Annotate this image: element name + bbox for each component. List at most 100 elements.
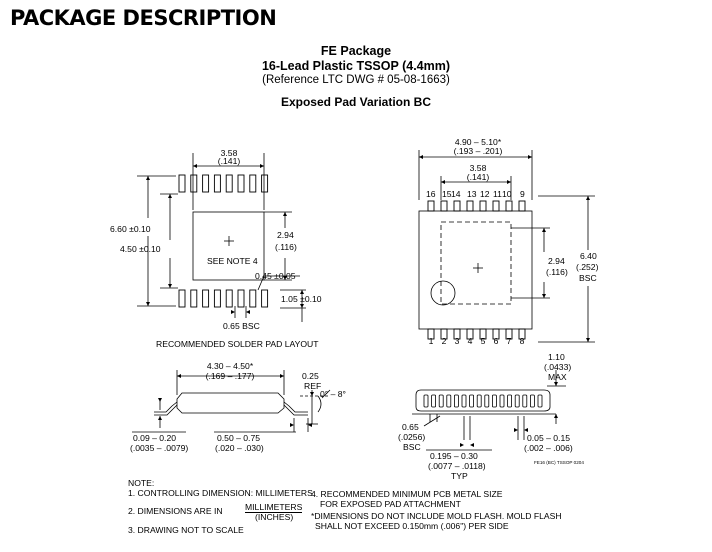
- package-pin-top: [492, 200, 500, 212]
- dimension-arrowhead: [246, 310, 250, 314]
- end-view-body: [176, 392, 285, 414]
- top-pin-label-11: 11: [493, 189, 502, 199]
- dim-lead-width-mm: 0.195 – 0.30: [430, 451, 478, 461]
- dimension-arrowhead: [542, 228, 546, 232]
- dimension-arrowhead: [158, 398, 162, 402]
- bottom-pin-label: 4: [468, 336, 473, 346]
- solder-pad-bottom: [178, 289, 186, 308]
- dim-solder-pad-mm: 2.94: [277, 230, 294, 240]
- package-pin-top: [518, 200, 526, 212]
- top-pin-label-15: 15: [442, 189, 452, 199]
- top-pin-label-14: 14: [451, 189, 461, 199]
- side-lead: [491, 394, 497, 408]
- solder-pad-top: [190, 174, 198, 193]
- dimension-arrowhead: [419, 155, 423, 159]
- bottom-pin-label: 7: [507, 336, 512, 346]
- dim-top-pad-height-in: (.116): [546, 267, 568, 277]
- dim-foot-length-in: (.020 – .030): [215, 443, 264, 453]
- dim-end-body-mm: 4.30 – 4.50*: [207, 361, 254, 371]
- dimension-arrowhead: [146, 176, 150, 180]
- dimension-arrowhead: [524, 428, 528, 432]
- dimension-arrowhead: [514, 428, 518, 432]
- dim-standoff-mm: 0.05 – 0.15: [527, 433, 570, 443]
- package-pin-bottom: [518, 328, 526, 340]
- solder-pad-bottom: [249, 289, 257, 308]
- package-type: 16-Lead Plastic TSSOP (4.4mm): [261, 59, 451, 73]
- top-pin-label-16: 16: [426, 189, 436, 199]
- side-lead: [469, 394, 475, 408]
- dimension-arrowhead: [507, 180, 511, 184]
- bottom-pin-label: 1: [429, 336, 434, 346]
- see-note-label: SEE NOTE 4: [207, 256, 258, 266]
- dim-body-length-in: (.193 – .201): [454, 146, 503, 156]
- dimension-arrowhead: [460, 443, 464, 447]
- dimension-arrowhead: [441, 180, 445, 184]
- side-lead: [461, 394, 467, 408]
- note-4-line-2: FOR EXPOSED PAD ATTACHMENT: [320, 499, 461, 509]
- dimension-arrowhead: [168, 194, 172, 198]
- top-pin-label-12: 12: [480, 189, 490, 199]
- solder-pad-top: [261, 174, 269, 193]
- bottom-pin-label: 6: [494, 336, 499, 346]
- dim-standoff-in: (.002 – .006): [524, 443, 573, 453]
- package-top-view: [418, 150, 595, 343]
- pin1-indicator: [430, 280, 456, 306]
- dim-top-width-mm: 6.40: [580, 251, 597, 261]
- drawing-code: FE16 (BC) TSSOP 0204: [534, 460, 584, 465]
- package-pin-bottom: [492, 328, 500, 340]
- note-5-line-1: *DIMENSIONS DO NOT INCLUDE MOLD FLASH. M…: [311, 511, 562, 521]
- bottom-pin-label: 5: [481, 336, 486, 346]
- page-title: PACKAGE DESCRIPTION: [10, 6, 277, 30]
- dim-solder-width-in: (.141): [218, 156, 241, 166]
- solder-layout-caption: RECOMMENDED SOLDER PAD LAYOUT: [156, 339, 319, 349]
- dim-solder-overall: 6.60 ±0.10: [110, 224, 151, 234]
- bottom-pin-label: 2: [442, 336, 447, 346]
- note-3: 3. DRAWING NOT TO SCALE: [128, 525, 244, 535]
- bottom-pin-label: 8: [520, 336, 525, 346]
- dimension-arrowhead: [168, 284, 172, 288]
- side-lead: [522, 394, 528, 408]
- dimension-arrowhead: [554, 414, 558, 418]
- dim-solder-pad-length: 1.05 ±0.10: [281, 294, 322, 304]
- solder-pad-bottom: [213, 289, 221, 308]
- side-lead: [507, 394, 513, 408]
- side-lead: [423, 394, 429, 408]
- dim-side-pitch-bsc: BSC: [403, 442, 421, 452]
- dim-gauge-value: 0.25: [302, 371, 319, 381]
- dimension-arrowhead: [300, 304, 304, 308]
- dim-solder-pitch: 0.65 BSC: [223, 321, 260, 331]
- package-pin-bottom: [440, 328, 448, 340]
- side-lead: [537, 394, 543, 408]
- top-pin-label-10: 10: [502, 189, 512, 199]
- dimension-arrowhead: [308, 423, 312, 427]
- note-2-units-top: MILLIMETERS: [245, 502, 303, 513]
- dim-solder-pad-in: (.116): [275, 242, 297, 252]
- dimension-arrowhead: [283, 212, 287, 216]
- dimension-arrowhead: [542, 294, 546, 298]
- package-pin-top: [427, 200, 435, 212]
- package-variation: Exposed Pad Variation BC: [280, 95, 432, 109]
- package-pin-bottom: [466, 328, 474, 340]
- note-2: 2. DIMENSIONS ARE IN MILLIMETERS (INCHES…: [128, 502, 313, 522]
- dim-lead-width-typ: TYP: [451, 471, 468, 481]
- solder-pad-bottom: [202, 289, 210, 308]
- package-pin-bottom: [505, 328, 513, 340]
- exposed-pad-dashed: [440, 221, 512, 305]
- solder-pad-bottom: [190, 289, 198, 308]
- dimension-arrowhead: [158, 416, 162, 420]
- dim-foot-length-mm: 0.50 – 0.75: [217, 433, 260, 443]
- dim-solder-inner: 4.50 ±0.10: [120, 244, 161, 254]
- solder-pad-bottom: [261, 289, 269, 308]
- note-2-prefix: 2. DIMENSIONS ARE IN: [128, 506, 223, 516]
- package-pin-top: [479, 200, 487, 212]
- dim-top-pad-in: (.141): [467, 172, 490, 182]
- side-lead: [514, 394, 520, 408]
- notes-heading: NOTE:: [128, 478, 155, 488]
- package-pin-top: [466, 200, 474, 212]
- dim-lead-angle: 0° – 8°: [320, 389, 346, 399]
- side-lead: [499, 394, 505, 408]
- dim-height-in: (.0433): [544, 362, 571, 372]
- dimension-arrowhead: [586, 196, 590, 200]
